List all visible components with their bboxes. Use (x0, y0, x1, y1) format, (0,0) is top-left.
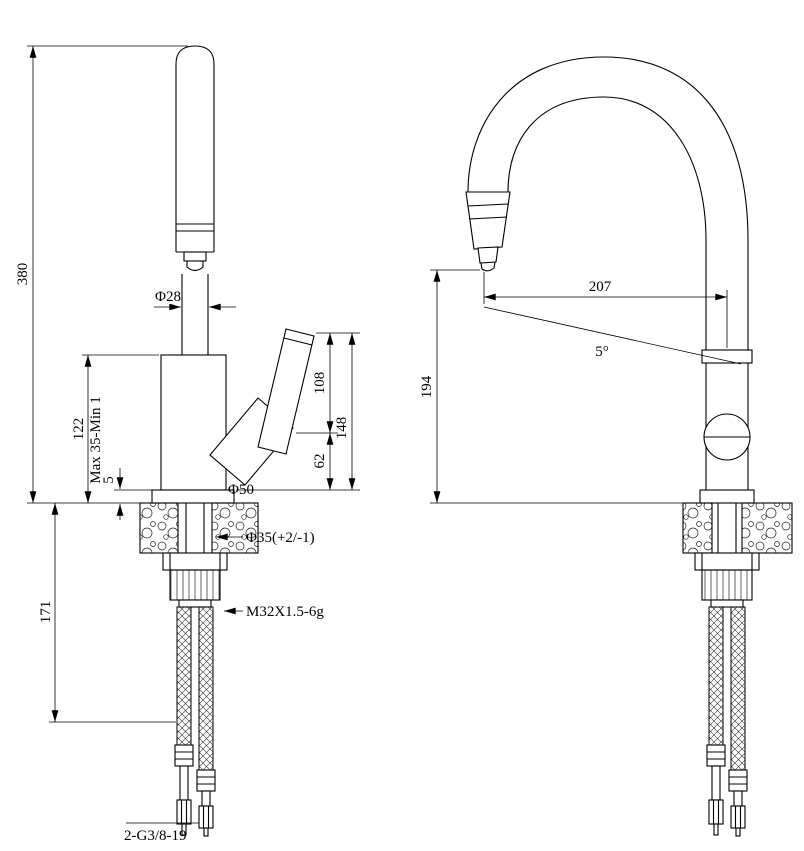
dim-outlet-angle: 5° (483, 306, 742, 365)
mounting-nut (169, 569, 221, 601)
hose-left (708, 606, 724, 746)
shank-thread-callout: M32X1.5-6g (224, 604, 324, 620)
hose-end-fitting (176, 799, 192, 825)
dim-handle-top-height-label: 148 (334, 417, 350, 440)
handle-lever (209, 328, 315, 486)
dim-spout-diameter: Φ28 (154, 289, 236, 311)
hose-thread-callout: 2-G3/8-19 (124, 822, 199, 844)
dim-total-height-label: 380 (15, 263, 31, 286)
dim-handle-top-height: 148 (236, 333, 360, 491)
hole-diameter-label: Φ35(+2/-1) (246, 530, 315, 546)
hose-right (730, 606, 746, 771)
mounting-plate (162, 552, 228, 571)
hose-thread-label: 2-G3/8-19 (124, 828, 187, 844)
shank-thread-label: M32X1.5-6g (246, 604, 324, 620)
dim-spout-reach-label: 207 (589, 279, 612, 295)
hose-end-fitting (708, 799, 724, 825)
dim-body-height-label: 122 (71, 418, 87, 441)
dim-handle-length-label: 108 (312, 372, 328, 395)
dim-total-height: 380 (15, 45, 188, 504)
dim-pivot-height-label: 62 (312, 454, 328, 469)
side-mounting-hardware (694, 552, 760, 608)
sprayer-aerator (480, 261, 496, 272)
dim-escutcheon-height-label: 5 (101, 476, 117, 484)
pull-down-sprayer (465, 191, 511, 250)
aerator-tip (186, 261, 204, 272)
dim-spout-reach: 207 (483, 272, 728, 348)
dim-under-counter: 171 (38, 503, 176, 723)
clamp-range-label: Max 35-Min 1 (88, 396, 104, 484)
dim-body-height: 122 (71, 354, 159, 503)
dim-pivot-height: 62 (312, 433, 334, 490)
base-diameter-label: Φ50 (228, 482, 254, 498)
faucet-body (151, 354, 235, 504)
neck-collar (701, 349, 753, 364)
side-body (699, 349, 755, 504)
side-escutcheon (699, 489, 755, 504)
side-view: 194 207 5° (419, 56, 793, 837)
dim-escutcheon-height: 5 (101, 468, 152, 520)
hole-diameter-callout: Φ35(+2/-1) (216, 530, 315, 546)
hose-end-fitting (730, 805, 746, 829)
dim-outlet-height: 194 (419, 269, 683, 504)
mounting-nut (701, 569, 753, 601)
front-view: 380 122 171 Φ28 108 62 (15, 45, 360, 844)
dim-outlet-height-label: 194 (419, 375, 435, 398)
gooseneck-spout (465, 56, 749, 350)
supply-hoses (174, 606, 216, 837)
side-supply-hoses (706, 606, 748, 837)
dim-outlet-angle-label: 5° (595, 344, 609, 360)
hose-right (198, 606, 214, 771)
dim-under-counter-label: 171 (38, 601, 54, 624)
countertop-section (139, 502, 259, 557)
escutcheon (151, 489, 235, 504)
dim-spout-diameter-label: Φ28 (155, 289, 181, 305)
hose-end-fitting (198, 805, 214, 829)
spout-column (175, 45, 215, 355)
hose-left (176, 606, 192, 746)
mounting-hardware (162, 552, 228, 608)
mounting-plate (694, 552, 760, 571)
side-countertop-section (682, 502, 793, 557)
sprayer-nozzle (183, 251, 207, 262)
